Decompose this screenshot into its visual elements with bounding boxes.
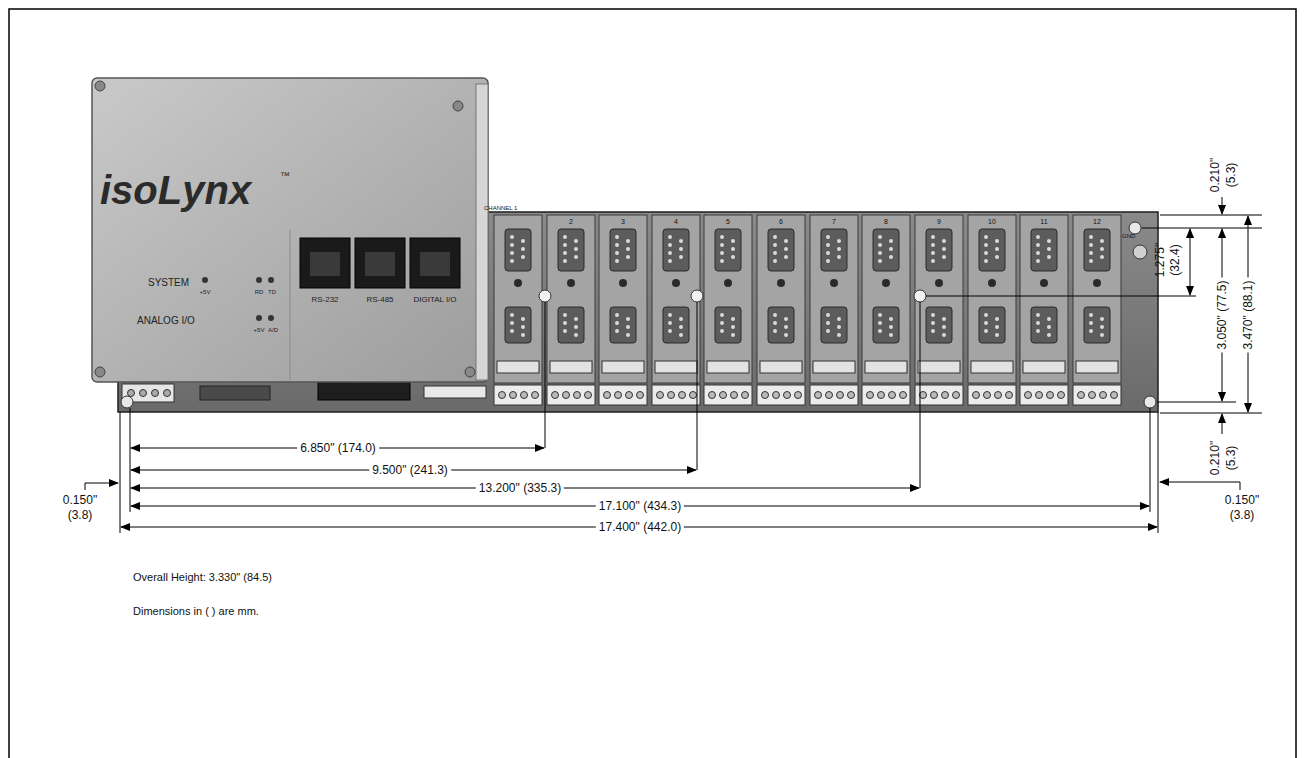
led-label: A/D <box>268 327 278 333</box>
dimension-label: 6.850" (174.0) <box>297 441 379 455</box>
port-label: DIGITAL I/O <box>413 296 456 304</box>
port-label: RS-485 <box>366 296 393 304</box>
note-text: Overall Height: 3.330" (84.5) <box>133 572 272 583</box>
channel-number: 6 <box>779 218 783 225</box>
dimension-label: 17.100" (434.3) <box>596 499 684 513</box>
port-label: RS-232 <box>311 296 338 304</box>
channel-number: 9 <box>937 218 941 225</box>
dimension-lines <box>85 197 1262 533</box>
dimension-label: 0.150" <box>1225 494 1259 506</box>
channel-number: 4 <box>674 218 678 225</box>
dimension-label: 13.200" (335.3) <box>476 481 564 495</box>
channel-label: CHANNEL 1 <box>484 205 517 211</box>
channel-number: 5 <box>726 218 730 225</box>
logo-text: isoLynx <box>100 170 251 210</box>
dimension-label: 9.500" (241.3) <box>369 463 451 477</box>
dimension-label: 0.210" <box>1209 158 1221 192</box>
channel-number: 7 <box>832 218 836 225</box>
dimension-label: (32.4) <box>1169 244 1181 275</box>
ground-label: GND <box>1122 233 1135 239</box>
dimension-label: 3.470" (88.1) <box>1241 278 1255 353</box>
enclosure <box>92 78 488 382</box>
channel-number: 8 <box>884 218 888 225</box>
channel-number: 11 <box>1040 218 1047 225</box>
dimension-label: 0.210" <box>1209 441 1221 475</box>
led-label: TD <box>268 289 276 295</box>
dimension-label: (5.3) <box>1225 446 1237 471</box>
trademark: ™ <box>280 171 290 181</box>
led-label: +5V <box>254 327 265 333</box>
dimension-label: (5.3) <box>1225 163 1237 188</box>
dimension-label: 1.275" <box>1154 243 1166 277</box>
panel-label: SYSTEM <box>148 278 189 288</box>
channel-number: 12 <box>1093 218 1101 225</box>
led-label: RD <box>255 289 264 295</box>
dimension-label: 17.400" (442.0) <box>596 520 684 534</box>
panel-label: ANALOG I/O <box>137 316 195 326</box>
dimension-label: 3.050" (77.5) <box>1215 278 1229 353</box>
note-text: Dimensions in ( ) are mm. <box>133 606 259 617</box>
channel-number: 10 <box>988 218 996 225</box>
channel-number: 2 <box>569 218 573 225</box>
page-frame <box>9 9 1296 758</box>
led-label: +5V <box>200 289 211 295</box>
dimension-label: (3.8) <box>1230 509 1255 521</box>
dimension-label: 0.150" <box>63 494 97 506</box>
channel-number: 3 <box>621 218 625 225</box>
dimension-label: (3.8) <box>68 509 93 521</box>
